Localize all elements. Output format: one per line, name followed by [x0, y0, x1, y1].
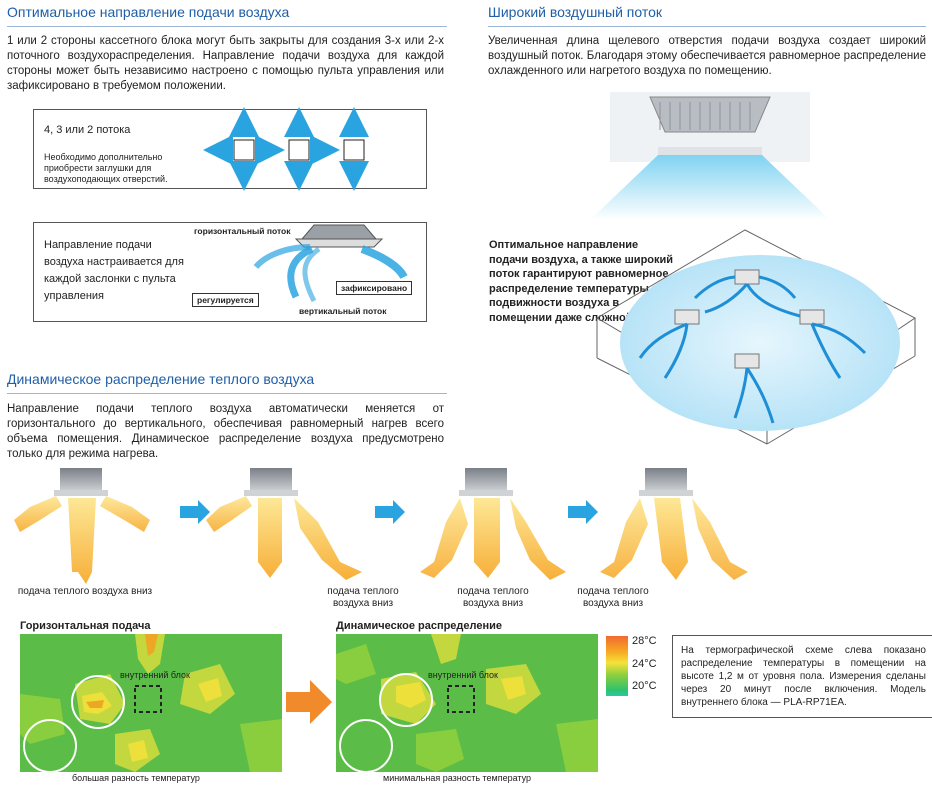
horizontal-flow-label: горизонтальный поток [194, 226, 291, 236]
section1-title: Оптимальное направление подачи воздуха [7, 4, 290, 20]
flow-count-title: 4, 3 или 2 потока [44, 124, 131, 136]
four-way-unit [203, 107, 285, 191]
vertical-flow-label: вертикальный поток [299, 306, 387, 316]
flap-unit-diagram [253, 224, 408, 303]
room-description: Оптимальное направление подачи воздуха, … [489, 239, 679, 324]
warm-frame-1 [14, 468, 150, 584]
compare-arrow-icon [286, 680, 332, 724]
sequence-arrow-2 [375, 500, 405, 524]
flow-count-box: 4, 3 или 2 потока Необходимо дополнитель… [33, 107, 427, 191]
section1-header: Оптимальное направление подачи воздуха [7, 4, 447, 27]
flap-control-box: Направление подачи воздуха настраивается… [33, 222, 427, 322]
thermo-left-map [20, 634, 282, 773]
section3-text: Направление подачи теплого воздуха автом… [7, 403, 444, 460]
flow-arrows-diagram [203, 107, 369, 191]
thermo-right-caption: минимальная разность температур [383, 773, 532, 783]
three-way-unit [284, 107, 340, 191]
caption-3: подача теплого воздуха вниз [457, 586, 529, 609]
caption-1: подача теплого воздуха вниз [17, 586, 153, 597]
thermo-right-unit-label: внутренний блок [428, 670, 498, 680]
thermo-right-map [336, 634, 598, 773]
warm-frame-3 [420, 468, 566, 580]
fixed-tag: зафиксировано [336, 281, 413, 295]
warm-frame-4 [600, 468, 748, 580]
temperature-scale-bar [606, 636, 628, 696]
legend-28: 28°C [632, 635, 657, 647]
section2-header: Широкий воздушный поток [488, 4, 926, 27]
thermo-right-title: Динамическое распределение [336, 620, 503, 632]
legend-24: 24°C [632, 658, 657, 670]
section1-text: 1 или 2 стороны кассетного блока могут б… [7, 35, 444, 92]
room-3d-diagram [596, 229, 916, 445]
thermo-note-box: На термографической схеме слева показано… [672, 635, 932, 718]
flow-count-note: Необходимо дополнительно приобрести загл… [44, 152, 168, 184]
sequence-arrow-3 [568, 500, 598, 524]
thermo-note: На термографической схеме слева показано… [681, 645, 926, 708]
warm-air-sequence [14, 468, 748, 584]
section3-title: Динамическое распределение теплого возду… [7, 371, 315, 387]
two-way-unit [339, 107, 369, 191]
wide-flow-illustration [590, 92, 830, 220]
thermo-left-title: Горизонтальная подача [20, 620, 151, 632]
sequence-arrow-1 [180, 500, 210, 524]
section2-text: Увеличенная длина щелевого отверстия под… [488, 35, 926, 77]
section2-title: Широкий воздушный поток [488, 4, 663, 20]
thermo-left-caption: большая разность температур [72, 773, 200, 783]
legend-20: 20°C [632, 680, 657, 692]
caption-4: подача теплого воздуха вниз [577, 586, 649, 609]
flap-control-text: Направление подачи воздуха настраивается… [44, 239, 184, 302]
section3-header: Динамическое распределение теплого возду… [7, 371, 447, 394]
adjustable-tag: регулируется [192, 293, 259, 307]
caption-2: подача теплого воздуха вниз [327, 586, 399, 609]
warm-frame-2 [206, 468, 362, 580]
thermo-left-unit-label: внутренний блок [120, 670, 190, 680]
